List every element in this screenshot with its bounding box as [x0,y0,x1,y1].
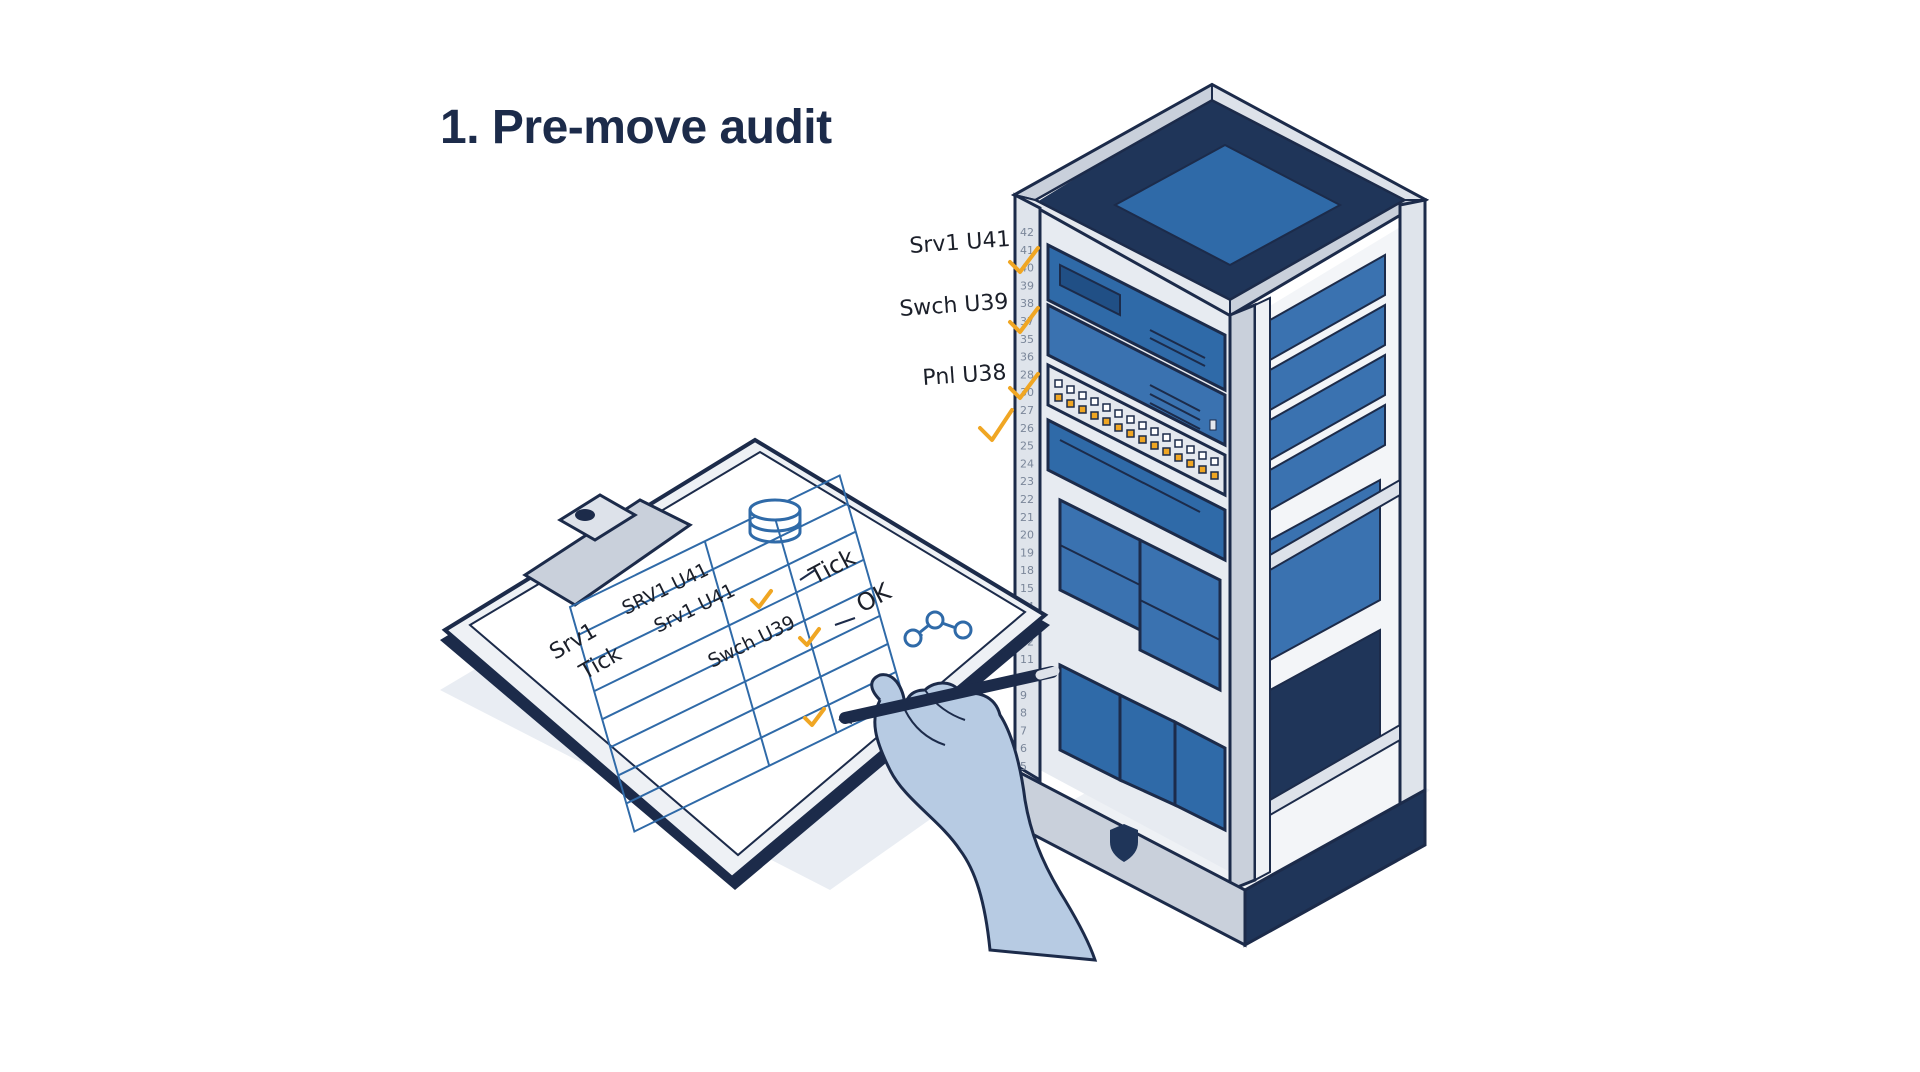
rack-server-top [1046,242,1227,393]
patch-port [1078,405,1087,414]
rack-unit-number: 36 [1020,351,1034,364]
rack-unit-number: 15 [1020,582,1034,595]
table-column-line [771,507,838,734]
rack-unit-number: 11 [1020,653,1034,666]
patch-port [1078,391,1087,400]
rack-switch [1046,302,1227,448]
pen [838,666,1060,724]
rack-unit-number: 25 [1020,440,1034,453]
rack-unit-number: 35 [1020,333,1034,346]
patch-port [1186,459,1195,468]
checkmark-icon [1008,246,1040,274]
rack-unit-number: 18 [1020,564,1034,577]
rack-unit-number: 39 [1020,279,1034,292]
rack-unit-number: 20 [1020,529,1034,542]
patch-port [1090,397,1099,406]
table-column-line [703,540,771,767]
patch-port [1162,433,1171,442]
rack-unit-number: 22 [1020,493,1034,506]
network-icon [903,610,973,648]
patch-port [1150,427,1159,436]
rack-unit-number: 9 [1020,689,1027,702]
patch-port [1198,465,1207,474]
clipboard: SRV1 U41 Srv1 U41 Swch U39 Srv1 Tick Tic… [440,437,1050,890]
shield-icon [1110,824,1138,862]
checkmark-icon [798,627,821,647]
patch-port [1198,451,1207,460]
checkmark-icon [1008,372,1040,400]
rack-server-mid [1046,417,1227,563]
server-rack: 4241403938373536283027262524232221201918… [899,82,1430,948]
patch-port [1210,457,1219,466]
patch-port [1186,445,1195,454]
patch-port [1090,411,1099,420]
patch-port [1162,447,1171,456]
rack-unit-number: 27 [1020,404,1034,417]
patch-port [1174,453,1183,462]
patch-port [1126,415,1135,424]
patch-port [1138,435,1147,444]
gloved-hand [870,673,1098,962]
rack-blade-servers [1058,662,1227,833]
rack-unit-number: 24 [1020,457,1034,470]
patch-port [1066,385,1075,394]
rack-unit-number: 8 [1020,707,1027,720]
rack-unit-number: 26 [1020,422,1034,435]
patch-port [1114,409,1123,418]
rack-label-swch: Swch U39 [899,289,1010,322]
page-title: 1. Pre-move audit [440,101,832,154]
rack-unit-number: 42 [1020,226,1034,239]
patch-port [1114,423,1123,432]
database-icon [748,498,802,544]
checkmark-icon [803,707,826,727]
checkmark-icon [750,589,773,609]
rack-unit-number: 21 [1020,511,1034,524]
rack-unit-number: 19 [1020,546,1034,559]
checkmark-icon [1008,306,1040,334]
rack-unit-number: 28 [1020,368,1034,381]
rack-storage-units [1058,497,1222,693]
patch-port [1054,379,1063,388]
patch-port [1066,399,1075,408]
rack-unit-number: 38 [1020,297,1034,310]
rack-label-pnl: Pnl U38 [922,360,1008,391]
rack-unit-number: 41 [1020,244,1034,257]
patch-port [1138,421,1147,430]
rack-unit-number: 7 [1020,724,1027,737]
checkmark-icon [978,408,1014,442]
patch-port [1126,429,1135,438]
rack-frame [1010,82,1430,893]
rack-label-srv1: Srv1 U41 [909,227,1012,259]
patch-port [1102,417,1111,426]
checklist-table [568,474,906,833]
rack-unit-number: 23 [1020,475,1034,488]
patch-port [1102,403,1111,412]
rack-patch-panel [1046,362,1227,498]
patch-port [1174,439,1183,448]
clipboard-clip [522,493,693,607]
patch-port [1054,393,1063,402]
patch-port [1210,471,1219,480]
patch-port [1150,441,1159,450]
rack-unit-number: 5 [1020,760,1027,773]
rack-unit-number: 6 [1020,742,1027,755]
